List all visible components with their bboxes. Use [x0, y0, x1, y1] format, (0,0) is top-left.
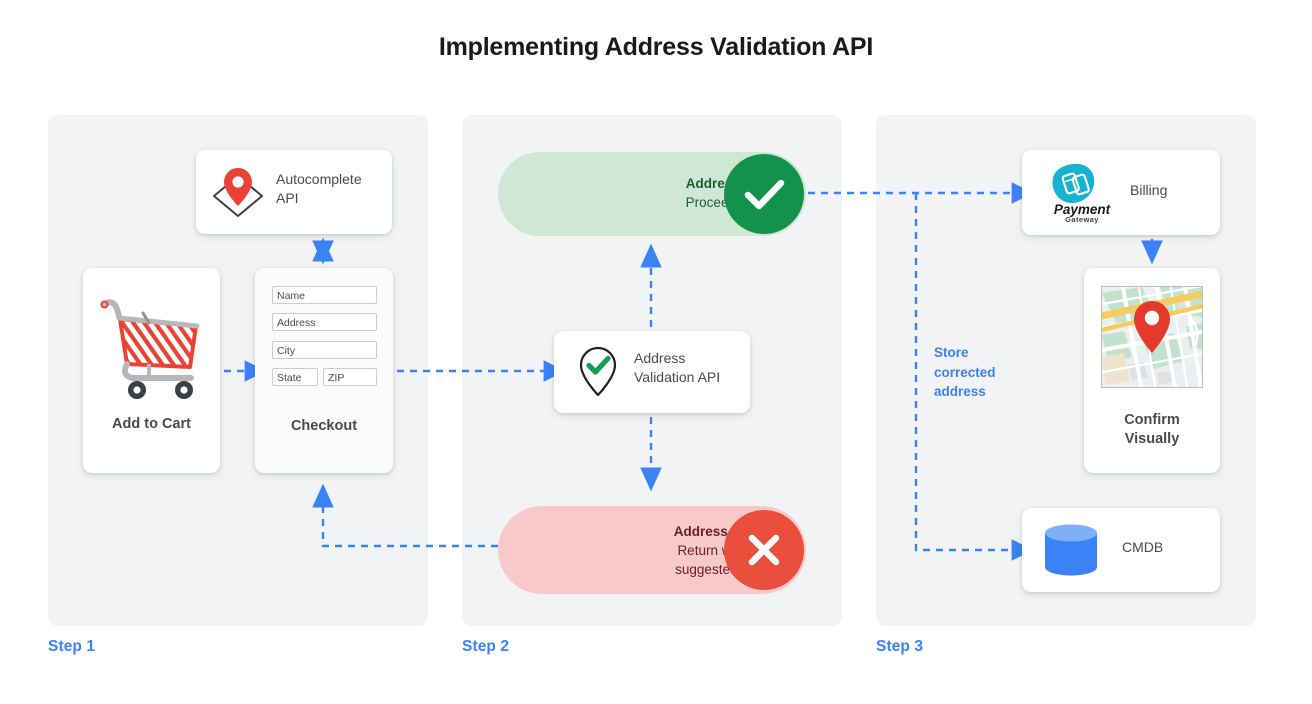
close-x-icon — [724, 510, 804, 590]
state-field[interactable]: State — [272, 368, 318, 386]
annot-line3: address — [934, 384, 986, 399]
payment-gateway-title: Payment — [1054, 202, 1111, 217]
payment-gateway-subtitle: Gateway — [1065, 215, 1099, 224]
address-invalid-text: Address is invalid. Return with Google s… — [318, 522, 793, 579]
cmdb-label: CMDB — [1122, 539, 1164, 555]
annot-line2: corrected — [934, 364, 996, 380]
step-3-label: Step 3 — [876, 638, 924, 655]
step-2-label: Step 2 — [462, 638, 510, 655]
database-cylinder-icon — [1040, 522, 1102, 578]
name-field[interactable]: Name — [272, 286, 377, 304]
confirm-label-line1: Confirm — [1124, 412, 1180, 428]
annot-line1: Store — [934, 345, 969, 360]
step-1-label: Step 1 — [48, 638, 96, 655]
shopping-cart-icon — [83, 286, 220, 406]
address-valid-result: Address is valid. Proceed to billing. — [498, 152, 806, 236]
address-invalid-result: Address is invalid. Return with Google s… — [498, 506, 806, 594]
autocomplete-label-line2: API — [276, 190, 299, 206]
page-title: Implementing Address Validation API — [438, 33, 874, 61]
store-corrected-address-annotation: Store corrected address — [934, 343, 1044, 402]
city-field[interactable]: City — [272, 341, 377, 359]
confirm-visually-label: Confirm Visually — [1084, 411, 1220, 449]
validation-label-line2: Validation API — [634, 369, 721, 385]
map-thumbnail-icon — [1101, 286, 1203, 388]
autocomplete-api-label: Autocomplete API — [276, 170, 386, 208]
map-pin-diamond-icon — [208, 162, 268, 222]
autocomplete-api-card[interactable]: Autocomplete API — [196, 150, 392, 234]
address-validation-api-label: Address Validation API — [634, 349, 746, 387]
billing-label: Billing — [1130, 182, 1168, 198]
payment-gateway-logo: Payment Gateway — [1038, 162, 1126, 224]
invalid-detail-line2: suggested address. — [675, 562, 793, 577]
valid-headline: Address is valid. — [685, 176, 793, 191]
address-field[interactable]: Address — [272, 313, 377, 331]
confirm-label-line2: Visually — [1124, 431, 1180, 447]
invalid-headline: Address is invalid. — [673, 524, 793, 539]
checkout-card[interactable]: Name Address City State ZIP Checkout — [255, 268, 393, 473]
add-to-cart-label: Add to Cart — [112, 416, 191, 432]
zip-field[interactable]: ZIP — [323, 368, 377, 386]
add-to-cart-card[interactable]: Add to Cart — [83, 268, 220, 473]
invalid-detail-line1: Return with Google — [677, 543, 793, 558]
autocomplete-label-line1: Autocomplete — [276, 171, 362, 187]
map-pin-check-icon — [568, 342, 628, 402]
checkout-label: Checkout — [290, 418, 358, 434]
valid-detail: Proceed to billing. — [685, 195, 793, 210]
billing-card[interactable]: Payment Gateway Billing — [1022, 150, 1220, 235]
confirm-visually-card[interactable]: Confirm Visually — [1084, 268, 1220, 473]
address-validation-api-card[interactable]: Address Validation API — [554, 331, 750, 413]
cmdb-card[interactable]: CMDB — [1022, 508, 1220, 592]
validation-label-line1: Address — [634, 350, 686, 366]
address-valid-text: Address is valid. Proceed to billing. — [318, 174, 793, 212]
check-icon — [724, 154, 804, 234]
